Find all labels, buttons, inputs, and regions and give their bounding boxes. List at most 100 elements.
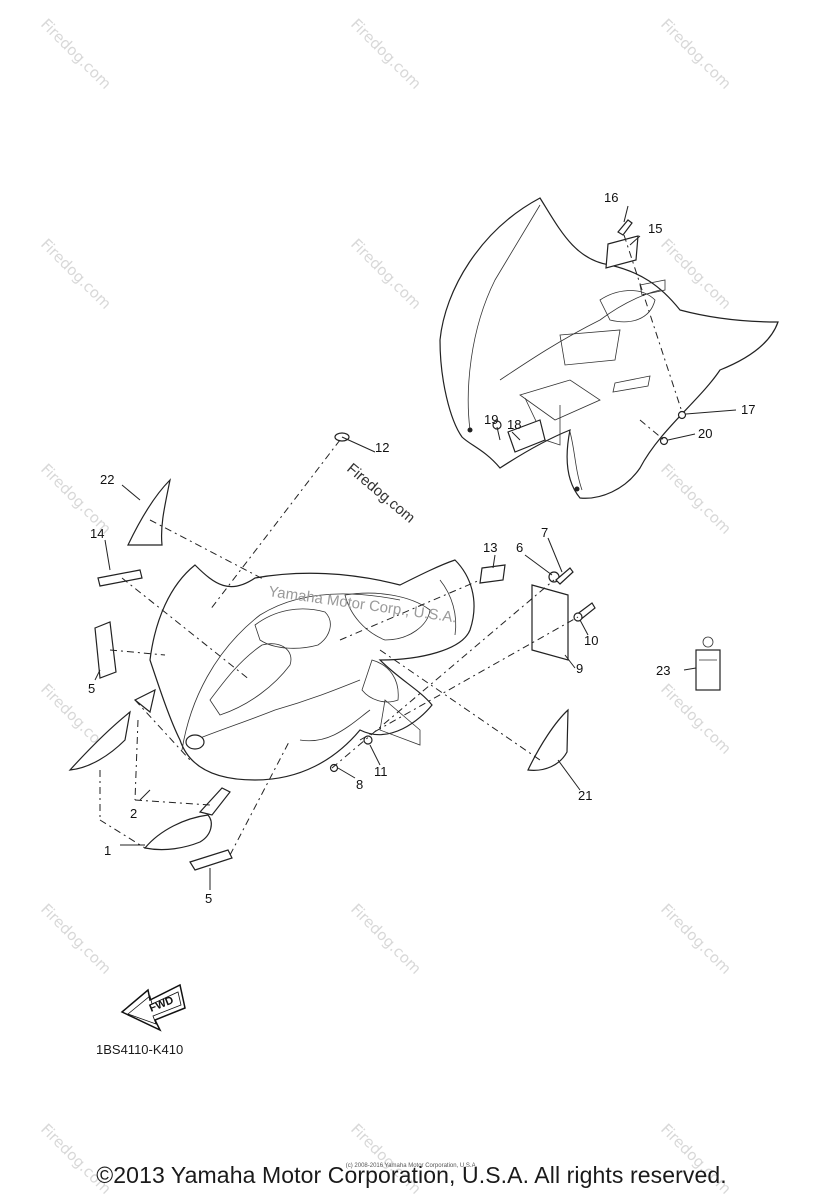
- assembly-line: [109, 649, 166, 656]
- callout-19: 19: [484, 412, 498, 427]
- leader-15: [629, 235, 641, 246]
- callout-15: 15: [648, 221, 662, 236]
- callout-6: 6: [516, 540, 523, 555]
- watermark: Firedog.com: [657, 460, 735, 538]
- firedog-stamp: Firedog.com: [343, 460, 418, 527]
- leader-20: [667, 433, 696, 441]
- rear-fender-contour: [499, 289, 661, 381]
- assembly-line: [134, 699, 191, 761]
- callout-5-lower: 5: [205, 891, 212, 906]
- label-13: [479, 564, 506, 584]
- leader-lines: [94, 205, 737, 890]
- rear-fender-seat-base: [599, 290, 656, 323]
- decal-21: [527, 708, 569, 771]
- assembly-line: [229, 739, 291, 856]
- callout-16: 16: [604, 190, 618, 205]
- assembly-line: [134, 719, 139, 801]
- watermark: Firedog.com: [37, 235, 115, 313]
- assembly-line: [331, 579, 555, 769]
- watermark: Firedog.com: [37, 15, 115, 93]
- assembly-line: [623, 234, 683, 413]
- rear-label-sticker: [605, 235, 639, 269]
- leader-6: [524, 554, 553, 576]
- reflector-5-upper: [94, 621, 117, 679]
- leader-16: [623, 205, 629, 223]
- callout-7: 7: [541, 525, 548, 540]
- side-graphic-2: [133, 688, 156, 714]
- storage-label: [507, 419, 546, 453]
- plate-9: [531, 584, 569, 661]
- callout-10: 10: [584, 633, 598, 648]
- callout-17: 17: [741, 402, 755, 417]
- front-fender-contour: [439, 579, 457, 636]
- watermark: Firedog.com: [657, 900, 735, 978]
- front-fender: [149, 559, 475, 781]
- front-fender-tray: [344, 592, 431, 641]
- side-graphic-2-tip: [198, 787, 231, 816]
- rear-fender-assembly: [439, 197, 779, 499]
- rear-fender-grip: [639, 279, 666, 296]
- mount-hole: [467, 427, 473, 433]
- front-fender-lamp-mount: [361, 659, 399, 703]
- watermark: Firedog.com: [347, 900, 425, 978]
- watermark: Firedog.com: [347, 235, 425, 313]
- watermark: Firedog.com: [37, 900, 115, 978]
- rear-fender-contour: [569, 431, 583, 491]
- clip-11: [363, 735, 373, 745]
- side-graphic-1: [68, 710, 131, 771]
- rear-fender: [439, 197, 779, 499]
- assembly-line: [121, 577, 251, 681]
- rear-fender-contour: [467, 204, 541, 431]
- assembly-line: [639, 419, 665, 441]
- assembly-line: [149, 519, 266, 581]
- callout-14: 14: [90, 526, 104, 541]
- leader-8: [337, 767, 356, 779]
- front-fender-mudflap: [379, 699, 421, 746]
- small-copyright: (c) 2008-2016 Yamaha Motor Corporation, …: [345, 1163, 478, 1169]
- clip-8: [329, 763, 339, 773]
- leader-14: [104, 539, 111, 571]
- rear-clip: [659, 436, 669, 446]
- leader-2: [139, 789, 151, 801]
- front-graphic-1: [143, 814, 212, 851]
- watermark: Firedog.com: [657, 680, 735, 758]
- leader-7: [547, 537, 563, 573]
- callout-23: 23: [656, 663, 670, 678]
- front-small-parts: [68, 432, 721, 871]
- leader-12: [341, 436, 376, 453]
- diagram-code: 1BS4110-K410: [96, 1042, 184, 1057]
- tag-23-loop: [702, 636, 714, 648]
- callout-5-upper: 5: [88, 681, 95, 696]
- callout-12: 12: [375, 440, 389, 455]
- leader-11: [369, 744, 381, 766]
- rear-fender-seat-base: [559, 329, 621, 366]
- watermark: Firedog.com: [657, 15, 735, 93]
- callout-2: 2: [130, 806, 137, 821]
- leader-18: [511, 431, 521, 441]
- decal-22: [127, 478, 171, 546]
- leader-10: [579, 619, 589, 636]
- assembly-lines: [99, 234, 683, 856]
- rear-clip: [677, 410, 687, 420]
- leader-13: [492, 554, 496, 569]
- callout-labels: 16 15 17 20 19 18 12 22 14 5 2 1 5 8 11 …: [88, 190, 755, 906]
- assembly-line: [209, 439, 341, 611]
- leader-5a: [94, 669, 101, 681]
- callout-18: 18: [507, 417, 521, 432]
- watermark: Firedog.com: [347, 15, 425, 93]
- copyright-notice: ©2013 Yamaha Motor Corporation, U.S.A. A…: [96, 1162, 727, 1188]
- tag-23: [695, 649, 721, 691]
- rear-fender-storage-box: [519, 379, 601, 421]
- leader-17: [685, 409, 737, 415]
- leader-19: [496, 426, 501, 441]
- assembly-line: [359, 616, 579, 741]
- headlight-opening: [185, 734, 205, 750]
- firedog-stamp-text: Firedog.com: [343, 460, 418, 527]
- callout-20: 20: [698, 426, 712, 441]
- callout-8: 8: [356, 777, 363, 792]
- fwd-arrow: FWD: [120, 983, 186, 1032]
- callout-1: 1: [104, 843, 111, 858]
- leader-9: [564, 654, 576, 669]
